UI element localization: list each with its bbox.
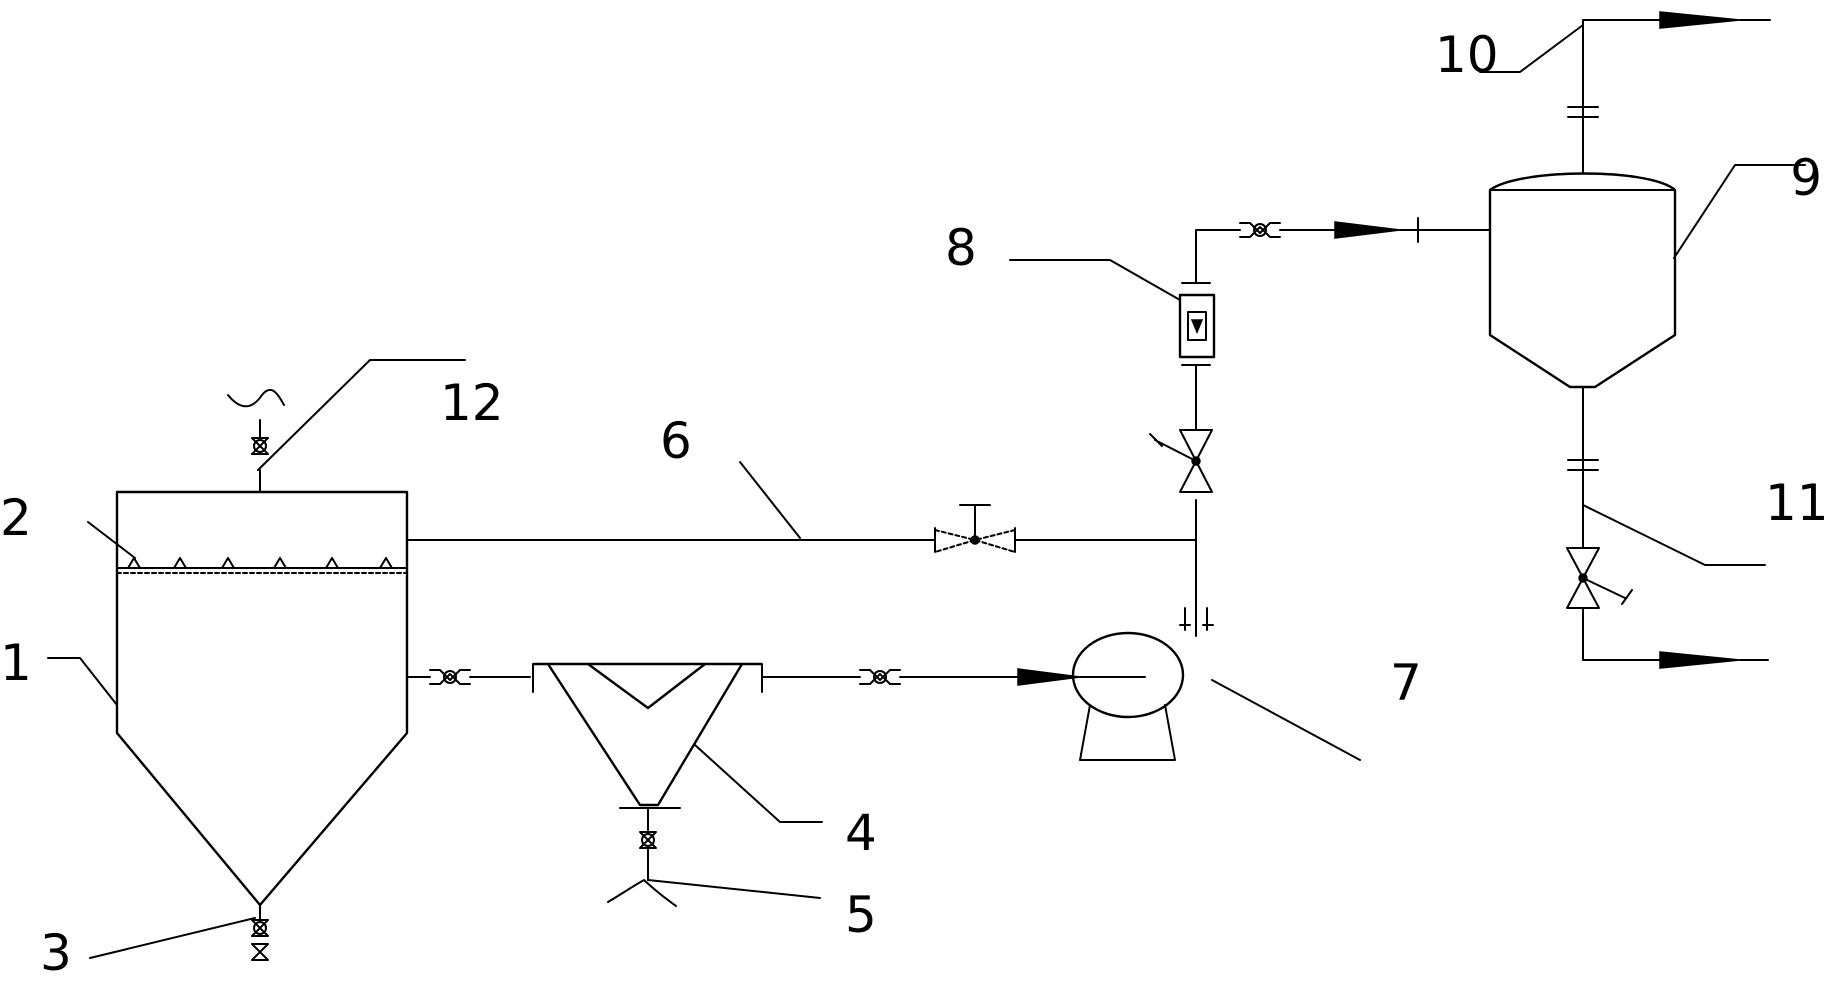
- label-tank-1: 1: [0, 634, 32, 692]
- separator-to-pump-line: [761, 668, 1146, 686]
- valve-discharge: [1149, 429, 1213, 493]
- valve-pump-inlet: [859, 669, 901, 685]
- tank-1: [115, 490, 409, 907]
- vessel-bottom-outlet-11: [1566, 386, 1769, 669]
- label-top-vent-12: 12: [440, 374, 504, 432]
- valve-tank-outlet: [429, 669, 471, 685]
- vessel-9: [1488, 164, 1806, 389]
- separator-4: [532, 662, 823, 823]
- pump-discharge-line: [1149, 364, 1213, 599]
- tank-outlet-line: [406, 669, 531, 685]
- labels: 1 2 3 4 5 6 7 8 9 10 11 12: [0, 26, 1829, 982]
- vessel-top-outlet-10: [1479, 11, 1771, 173]
- tank-top-vent-12: [227, 359, 466, 493]
- valve-return-line: [934, 504, 1016, 553]
- label-drain-3: 3: [40, 924, 72, 982]
- valve-vessel-inlet: [1239, 222, 1281, 238]
- label-separator-drain-5: 5: [845, 886, 877, 944]
- label-flowmeter-8: 8: [945, 219, 977, 277]
- distributor-2-nozzles: [127, 557, 393, 569]
- valve-vessel-drain: [1566, 547, 1633, 609]
- tank-drain-valve-3: [89, 904, 269, 961]
- flowmeter-8: [1009, 229, 1241, 366]
- label-distributor-2: 2: [0, 489, 32, 547]
- label-pump-7: 7: [1390, 654, 1422, 712]
- separator-drain-5: [607, 807, 821, 907]
- label-vessel-9: 9: [1790, 149, 1822, 207]
- return-line-6: [406, 461, 1197, 553]
- flowmeter-to-vessel-line: [1239, 217, 1491, 243]
- label-bottom-outlet-11: 11: [1765, 474, 1829, 532]
- label-separator-4: 4: [845, 804, 877, 862]
- label-return-line-6: 6: [660, 412, 692, 470]
- label-top-outlet-10: 10: [1435, 26, 1499, 84]
- pump-7: [1071, 597, 1361, 761]
